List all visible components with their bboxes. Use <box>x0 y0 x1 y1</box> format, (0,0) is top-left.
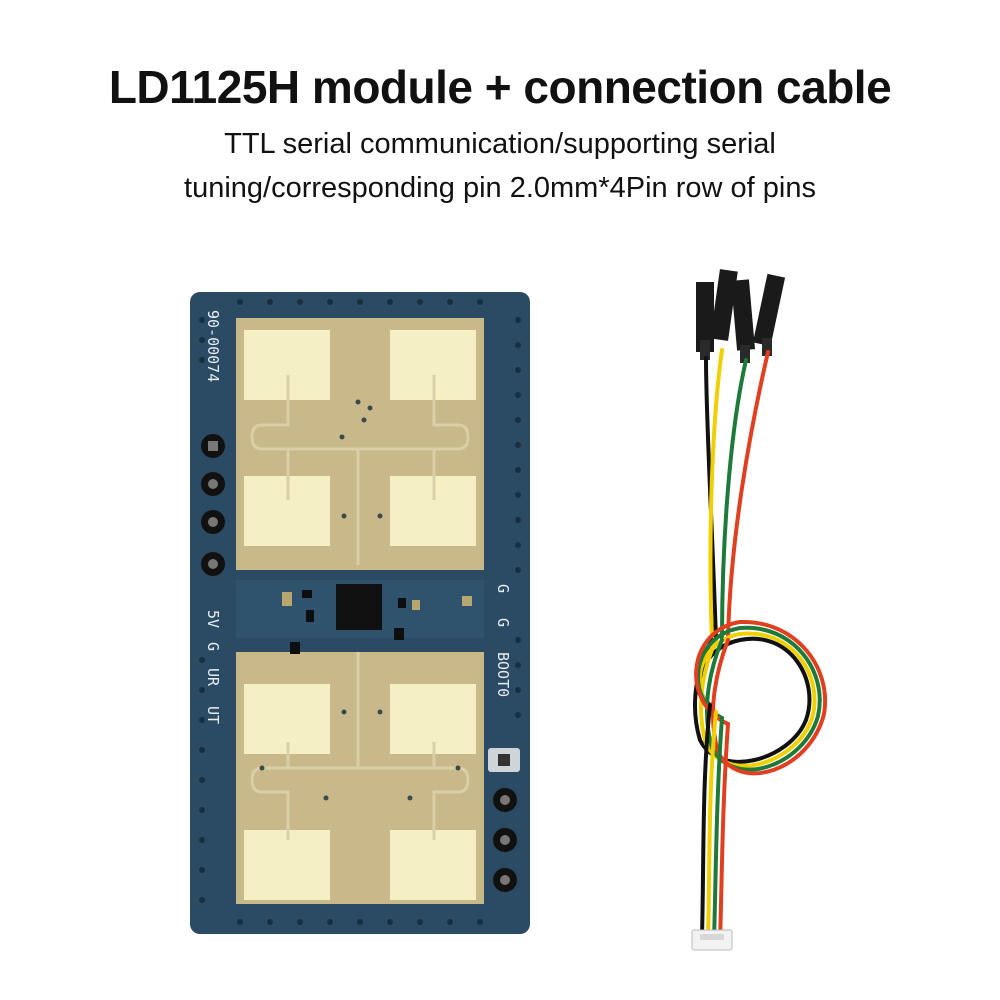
radar-chip <box>336 584 382 630</box>
subtitle-line-1: TTL serial communication/supporting seri… <box>224 128 776 160</box>
pin-label-g: G <box>204 642 222 651</box>
pin-label-ur: UR <box>204 668 222 687</box>
pin-label-5v: 5V <box>204 610 222 628</box>
page-title: LD1125H module + connection cable <box>108 61 892 113</box>
board-part-number: 90-00074 <box>204 310 222 382</box>
connection-cable <box>691 269 828 951</box>
pin-label-g-right-2: G <box>494 618 512 627</box>
radar-module-board: 90-00074 5V G UR UT G G BOOT0 <box>190 292 530 934</box>
pin-label-boot0: BOOT0 <box>494 652 512 697</box>
pin-label-ut: UT <box>204 706 222 724</box>
subtitle-line-2: tuning/corresponding pin 2.0mm*4Pin row … <box>184 172 816 204</box>
dupont-connectors <box>696 269 786 363</box>
pin-label-g-right-1: G <box>494 584 512 593</box>
